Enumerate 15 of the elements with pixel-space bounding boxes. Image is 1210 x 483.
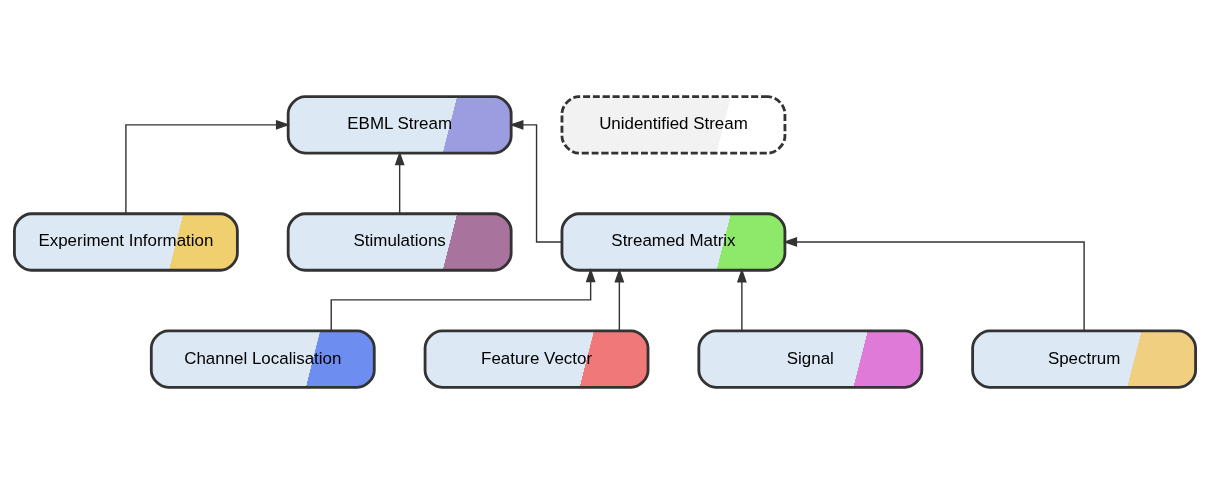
arrow xyxy=(509,119,563,243)
arrow xyxy=(125,119,291,214)
node-box: Experiment Information xyxy=(13,211,239,272)
arrow xyxy=(330,267,596,332)
arrow xyxy=(614,267,625,331)
node-box: Signal xyxy=(697,329,924,389)
node-box: EBML Stream xyxy=(286,94,513,154)
node-box: Feature Vector xyxy=(423,329,650,389)
node-box: Unidentified Stream xyxy=(560,94,787,154)
node-box: Stimulations xyxy=(286,211,513,272)
node-box: Channel Localisation xyxy=(149,329,376,389)
node-box: Spectrum xyxy=(971,329,1197,389)
arrow xyxy=(394,150,405,214)
arrow xyxy=(736,267,747,331)
arrow xyxy=(782,236,1085,331)
